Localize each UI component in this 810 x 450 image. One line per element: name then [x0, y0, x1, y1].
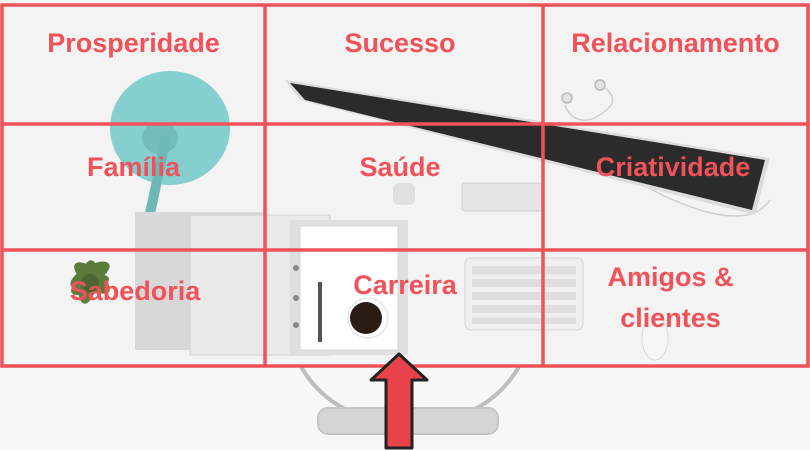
cell-label-amigos-line2: clientes: [620, 303, 721, 334]
cell-label-prosperidade: Prosperidade: [47, 28, 220, 58]
notebook-icon: [135, 212, 408, 356]
monitor-icon: [285, 80, 770, 215]
keyboard-icon: [464, 257, 584, 331]
cell-label-criatividade: Criatividade: [595, 152, 751, 182]
cell-label-familia: Família: [86, 152, 181, 182]
cell-label-sabedoria: Sabedoria: [69, 276, 201, 306]
pen-icon: [318, 282, 322, 342]
mouse-icon: [641, 315, 669, 361]
cell-label-amigos-line1: Amigos &: [607, 262, 734, 292]
cell-label-amigos: Amigos & clientes: [543, 262, 798, 334]
cell-label-saude: Saúde: [359, 152, 441, 182]
coffee-cup-icon: [347, 297, 389, 339]
plant-icon: [70, 260, 110, 304]
cell-label-carreira: Carreira: [353, 270, 457, 300]
cell-label-relacionamento: Relacionamento: [571, 28, 780, 58]
cell-label-sucesso: Sucesso: [344, 28, 456, 58]
entrance-arrow-icon: [369, 352, 429, 450]
